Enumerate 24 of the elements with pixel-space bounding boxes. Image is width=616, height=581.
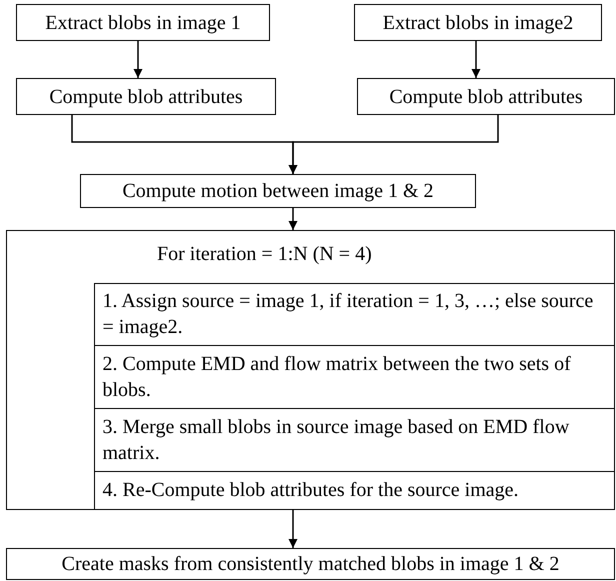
process-box: [354, 4, 602, 41]
arrow: [134, 41, 142, 78]
process-box: [16, 78, 276, 115]
process-box: [80, 174, 476, 208]
step-text: Compute blob attributes: [389, 84, 583, 110]
step-text: Compute motion between image 1 & 2: [122, 179, 434, 204]
arrow: [288, 208, 298, 230]
step-text: 1. Assign source = image 1, if iteration = 1, 3, …; else source = image2.: [102, 289, 594, 340]
step-text: Extract blobs in image 1: [45, 10, 241, 36]
step-text: Extract blobs in image2: [382, 10, 574, 36]
process-box: [94, 282, 614, 346]
loop-box: [6, 230, 615, 510]
step-text: Compute blob attributes: [49, 84, 243, 110]
step-text: 3. Merge small blobs in source image based on EMD flow matrix.: [102, 414, 570, 466]
loop-heading: For iteration = 1:N (N = 4): [157, 242, 372, 267]
process-box: [6, 548, 615, 580]
step-text: Create masks from consistently matched blobs in image 1 & 2: [62, 552, 560, 577]
arrow: [472, 41, 480, 78]
arrow: [288, 115, 499, 174]
process-box: [16, 4, 270, 41]
process-box: [357, 78, 615, 115]
step-text: 4. Re-Compute blob attributes for the source image.: [102, 478, 519, 503]
step-text: 2. Compute EMD and flow matrix between the two sets of blobs.: [102, 352, 572, 402]
arrow: [288, 510, 298, 548]
